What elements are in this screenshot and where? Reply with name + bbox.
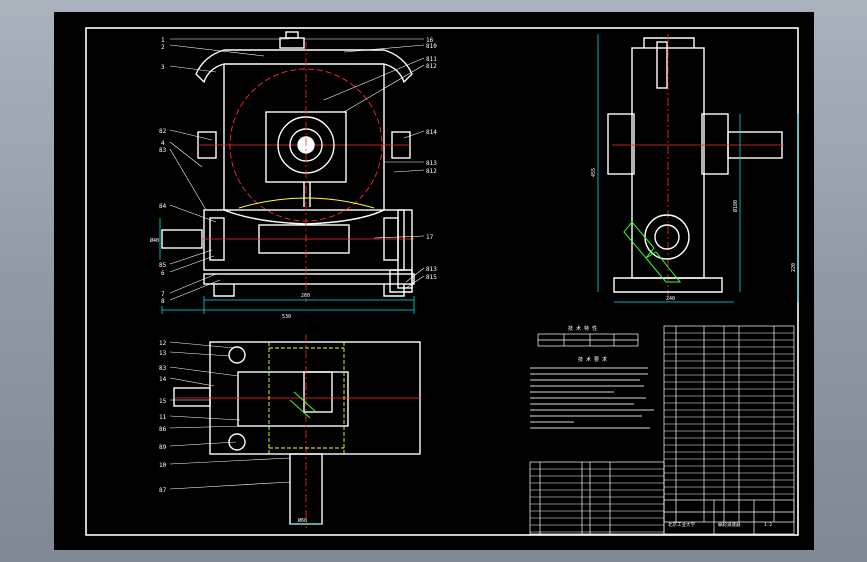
- balloon-plan-11: 11: [159, 414, 167, 421]
- title-block: [663, 499, 795, 535]
- front-dim-bottom-outer: 530: [282, 314, 291, 320]
- front-leaders-right: [304, 38, 425, 289]
- balloon-front-815: 815: [426, 274, 437, 281]
- balloon-front-84: 84: [159, 203, 167, 210]
- plan-hidden: [268, 342, 345, 454]
- balloon-plan-12: 12: [159, 340, 167, 347]
- balloon-front-4: 4: [161, 140, 165, 147]
- tech-requirements-title: 技 术 要 求: [578, 356, 607, 363]
- parts-list-bottom: [529, 461, 665, 535]
- balloon-plan-10: 10: [159, 462, 167, 469]
- front-view: [161, 31, 415, 297]
- side-dim-bottom: 240: [666, 296, 675, 302]
- side-dim-base: 220: [791, 263, 797, 272]
- balloon-plan-86: 86: [159, 426, 167, 433]
- balloon-front-813b: 813: [426, 266, 437, 273]
- balloon-front-83: 83: [159, 147, 167, 154]
- side-dim-height: 455: [591, 168, 597, 177]
- tech-table-title: 技 术 特 性: [568, 325, 597, 332]
- front-dim-bottom-inner: 260: [301, 293, 310, 299]
- balloon-plan-83: 83: [159, 365, 167, 372]
- balloon-front-810: 810: [426, 43, 437, 50]
- balloon-front-8: 8: [161, 298, 165, 305]
- balloon-front-2: 2: [161, 44, 165, 51]
- tech-characteristics-table: [537, 333, 639, 347]
- balloon-plan-15: 15: [159, 398, 167, 405]
- tech-requirements-lines: [530, 367, 654, 429]
- title-block-drawing-name: 蜗轮减速器: [718, 521, 741, 528]
- plan-hatch: [289, 391, 317, 419]
- parts-list-bottom-rows: [530, 468, 664, 533]
- balloon-front-16: 16: [426, 37, 434, 44]
- cad-drawing: 260 530 Ø40 1 2 3 82 4 83 84 85 6 7 8 16…: [85, 27, 799, 536]
- balloon-front-6: 6: [161, 270, 165, 277]
- title-block-scale: 1:2: [764, 522, 772, 528]
- balloon-front-3: 3: [161, 64, 165, 71]
- worm-hidden-outline: [238, 197, 375, 209]
- title-block-school: 北京工业大学: [668, 521, 695, 528]
- balloon-plan-89: 89: [159, 444, 167, 451]
- plan-view: [173, 334, 421, 528]
- side-dim-axis: Ø180: [732, 200, 739, 212]
- drawing-sheet: 260 530 Ø40 1 2 3 82 4 83 84 85 6 7 8 16…: [54, 12, 814, 550]
- balloon-plan-14: 14: [159, 376, 167, 383]
- balloon-front-814: 814: [426, 129, 437, 136]
- balloon-front-17: 17: [426, 234, 434, 241]
- balloon-front-813a: 813: [426, 160, 437, 167]
- balloon-front-812b: 812: [426, 168, 437, 175]
- plan-dim-bottom: Ø60: [298, 517, 307, 524]
- balloon-front-811: 811: [426, 56, 437, 63]
- balloon-plan-87: 87: [159, 487, 167, 494]
- balloon-front-82: 82: [159, 128, 167, 135]
- front-dimensions: [159, 218, 415, 314]
- balloon-front-812a: 812: [426, 63, 437, 70]
- side-view: [607, 34, 784, 302]
- balloon-front-7: 7: [161, 291, 165, 298]
- front-dim-left: Ø40: [150, 237, 159, 244]
- balloon-front-1: 1: [161, 37, 165, 44]
- plan-leaders: [169, 341, 291, 490]
- parts-list-right-rows: [664, 332, 794, 495]
- balloon-plan-13: 13: [159, 350, 167, 357]
- front-leaders-left: [169, 38, 289, 301]
- side-view-hatch: [623, 221, 682, 283]
- side-dimensions: [597, 34, 799, 303]
- balloon-front-85: 85: [159, 262, 167, 269]
